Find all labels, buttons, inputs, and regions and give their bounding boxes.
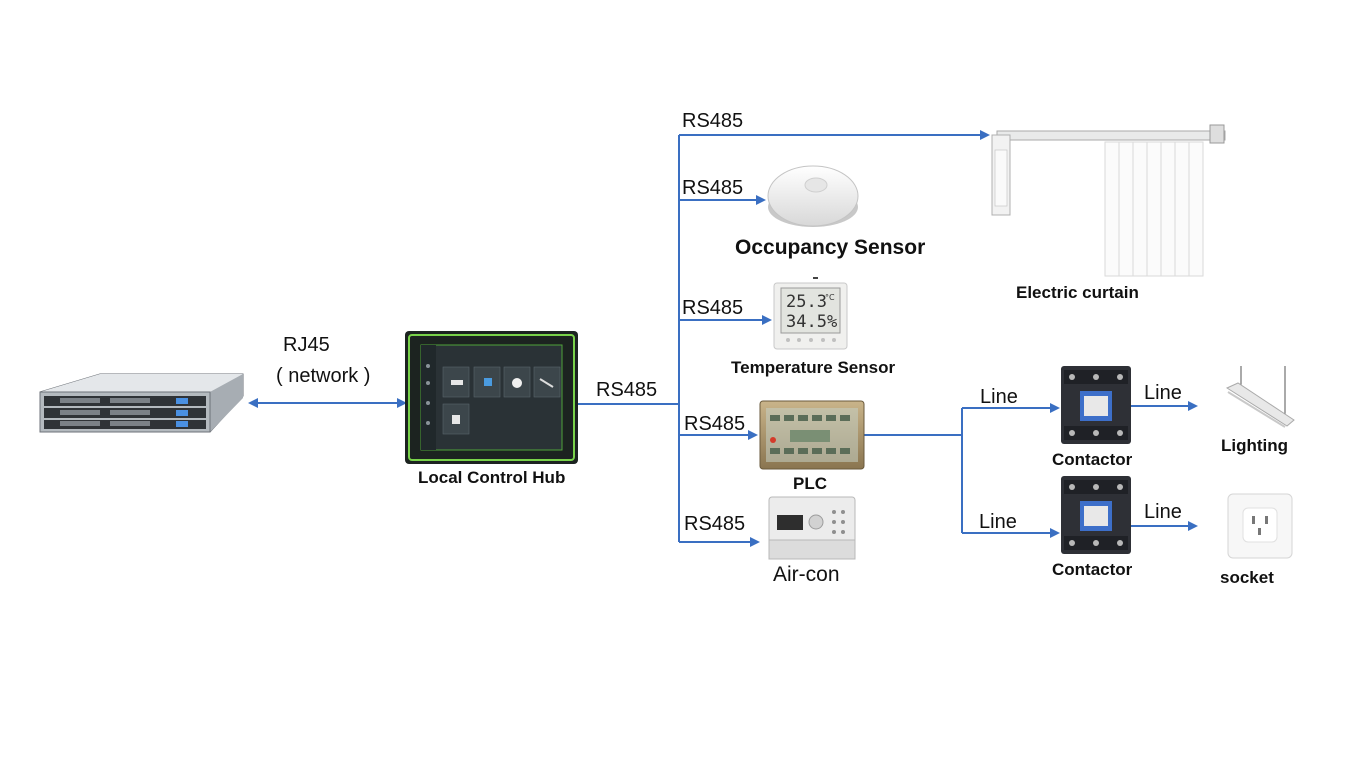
hub-label: Local Control Hub (418, 468, 566, 487)
control-hub-icon (405, 331, 578, 464)
lighting-label: Lighting (1221, 436, 1289, 455)
curtain-icon (991, 124, 1226, 277)
aircon-controller-icon (768, 496, 856, 560)
temperature-sensor-icon (773, 277, 848, 350)
rj45-label: RJ45 (283, 334, 330, 356)
plc-rs485-label: RS485 (684, 413, 746, 435)
temperature-rs485-label: RS485 (682, 297, 744, 319)
plc-icon (759, 400, 865, 470)
aircon-label: Air-con (773, 563, 840, 586)
temperature-display-top: 25.3 (786, 292, 827, 312)
temperature-display-bottom: 34.5% (786, 312, 837, 332)
connectors (248, 130, 1198, 547)
curtain-label: Electric curtain (1016, 283, 1139, 302)
socket-label: socket (1220, 568, 1274, 587)
temperature-label: Temperature Sensor (731, 358, 896, 377)
line-lower-out-label: Line (1144, 501, 1182, 523)
contactor-upper-icon (1061, 366, 1131, 444)
occupancy-sensor-icon (767, 165, 859, 227)
network-label: ( network ) (276, 365, 371, 387)
line-upper-out-label: Line (1144, 382, 1182, 404)
plc-label: PLC (793, 474, 827, 493)
curtain-rs485-label: RS485 (682, 110, 744, 132)
lighting-fixture-icon (1225, 366, 1295, 428)
temperature-display-unit: °C (825, 293, 835, 302)
hub-rs485-label: RS485 (596, 379, 658, 401)
occupancy-rs485-label: RS485 (682, 177, 744, 199)
line-lower-in-label: Line (979, 511, 1017, 533)
socket-icon (1227, 493, 1293, 559)
contactor-lower-label: Contactor (1052, 560, 1133, 579)
contactor-upper-label: Contactor (1052, 450, 1133, 469)
aircon-rs485-label: RS485 (684, 513, 746, 535)
line-upper-in-label: Line (980, 386, 1018, 408)
occupancy-label: Occupancy Sensor (735, 236, 926, 259)
server-icon (39, 373, 244, 433)
contactor-lower-icon (1061, 476, 1131, 554)
